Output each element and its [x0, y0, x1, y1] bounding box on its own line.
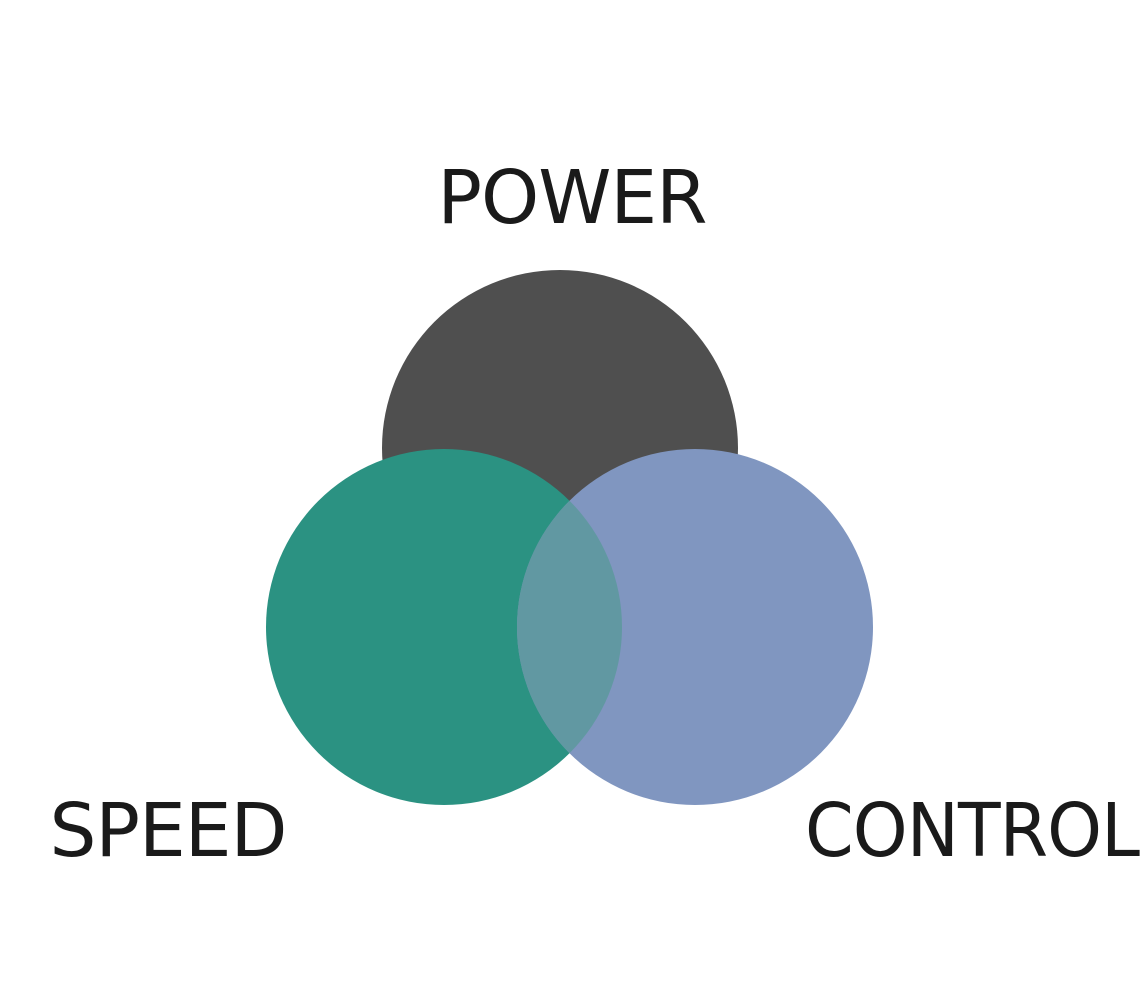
power-label: POWER — [437, 155, 706, 241]
control-circle — [517, 449, 873, 805]
speed-label: SPEED — [49, 788, 286, 874]
control-label: CONTROL — [805, 788, 1140, 874]
speed-circle — [266, 449, 622, 805]
